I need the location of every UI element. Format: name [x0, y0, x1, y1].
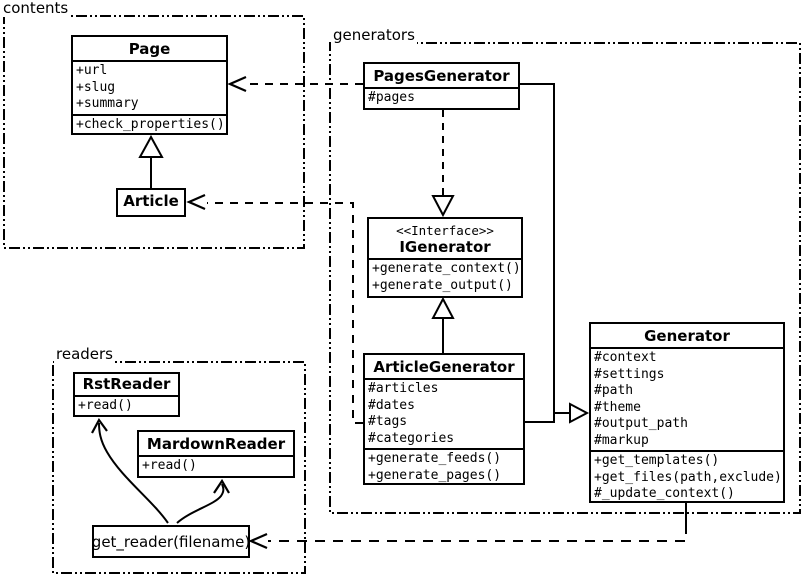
- package-border-readers: [52, 361, 306, 574]
- function-box-get-reader: get_reader(filename): [92, 525, 250, 558]
- curved-arrow-getreader-rstreader: [98, 422, 169, 524]
- attribute-row: #pages: [368, 90, 415, 105]
- class-box-generator: Generator #context #settings #path #them…: [589, 322, 785, 503]
- stereotype-label: <<Interface>>: [396, 223, 494, 238]
- attribute-row: +url: [76, 63, 108, 78]
- function-label: get_reader(filename): [91, 532, 251, 551]
- class-name: ArticleGenerator: [373, 358, 515, 376]
- class-name: Article: [123, 192, 179, 210]
- attribute-row: #output_path: [594, 416, 688, 431]
- class-box-mardownreader: MardownReader +read(): [137, 430, 295, 478]
- method-row: #_update_context(): [594, 486, 735, 501]
- method-row: +get_files(path,exclude): [594, 469, 782, 485]
- package-border-generators: [329, 42, 801, 514]
- class-box-rstreader: RstReader +read(): [73, 372, 180, 417]
- method-row: +get_templates(): [594, 453, 720, 468]
- method-row: +generate_feeds(): [368, 451, 502, 466]
- class-box-page: Page +url +slug +summary +check_properti…: [71, 35, 228, 135]
- generalization-line-articlegenerator-generator: [525, 412, 555, 423]
- class-box-pagesgenerator: PagesGenerator #pages: [363, 62, 520, 110]
- class-name: RstReader: [82, 375, 171, 393]
- package-label-contents: contents: [1, 0, 71, 17]
- methods-compartment: +generate_feeds() +generate_pages(): [365, 448, 523, 483]
- package-label-generators: generators: [331, 26, 417, 44]
- attributes-compartment: #pages: [365, 87, 518, 108]
- class-name: MardownReader: [146, 435, 286, 453]
- attributes-compartment: #context #settings #path #theme #output_…: [591, 347, 783, 450]
- method-row: +generate_pages(): [368, 467, 502, 483]
- package-label-readers: readers: [54, 345, 115, 363]
- attribute-row: #context: [594, 350, 657, 365]
- methods-compartment: +read(): [139, 455, 293, 476]
- open-arrowhead-icon: [186, 193, 206, 211]
- method-row: +generate_output(): [372, 277, 513, 293]
- attribute-row: +summary: [76, 96, 139, 111]
- hollow-triangle-icon: [431, 195, 455, 218]
- attributes-compartment: +url +slug +summary: [73, 60, 226, 114]
- dependency-line-articlegenerator-article: [207, 202, 363, 424]
- method-row: +generate_context(): [372, 261, 521, 276]
- attribute-row: +slug: [76, 79, 116, 95]
- open-arrowhead-icon: [248, 532, 268, 550]
- curved-arrow-getreader-mardownreader: [176, 483, 225, 524]
- attribute-row: #markup: [594, 432, 649, 448]
- class-name: IGenerator: [399, 238, 491, 256]
- attribute-row: #categories: [368, 430, 455, 446]
- open-arrowhead-icon: [91, 417, 108, 434]
- method-row: +check_properties(): [76, 116, 225, 132]
- open-arrowhead-icon: [227, 75, 247, 93]
- attributes-compartment: #articles #dates #tags #categories: [365, 378, 523, 448]
- dependency-line-generator-getreader: [268, 524, 687, 542]
- methods-compartment: +generate_context() +generate_output(): [369, 258, 521, 296]
- attribute-row: #path: [594, 383, 634, 398]
- hollow-triangle-icon: [431, 296, 455, 319]
- open-arrowhead-icon: [213, 478, 230, 494]
- methods-compartment: +read(): [75, 395, 178, 415]
- attribute-row: #theme: [594, 399, 641, 415]
- methods-compartment: +get_templates() +get_files(path,exclude…: [591, 450, 783, 501]
- class-name: PagesGenerator: [373, 67, 510, 85]
- class-name: Generator: [644, 327, 730, 345]
- class-box-articlegenerator: ArticleGenerator #articles #dates #tags …: [363, 353, 525, 485]
- method-row: +read(): [142, 458, 197, 473]
- package-border-contents: [3, 15, 305, 249]
- attribute-row: #dates: [368, 397, 415, 413]
- hollow-triangle-icon: [569, 402, 590, 424]
- attribute-row: #articles: [368, 381, 439, 396]
- class-box-article: Article: [116, 188, 186, 217]
- attribute-row: #settings: [594, 366, 665, 382]
- hollow-triangle-icon: [138, 134, 164, 158]
- class-box-igenerator: <<Interface>> IGenerator +generate_conte…: [367, 217, 523, 298]
- methods-compartment: +check_properties(): [73, 113, 226, 134]
- attribute-row: #tags: [368, 414, 408, 429]
- class-name: Page: [128, 40, 171, 58]
- generalization-line-pagesgenerator-generator: [520, 83, 569, 414]
- method-row: +read(): [78, 398, 133, 413]
